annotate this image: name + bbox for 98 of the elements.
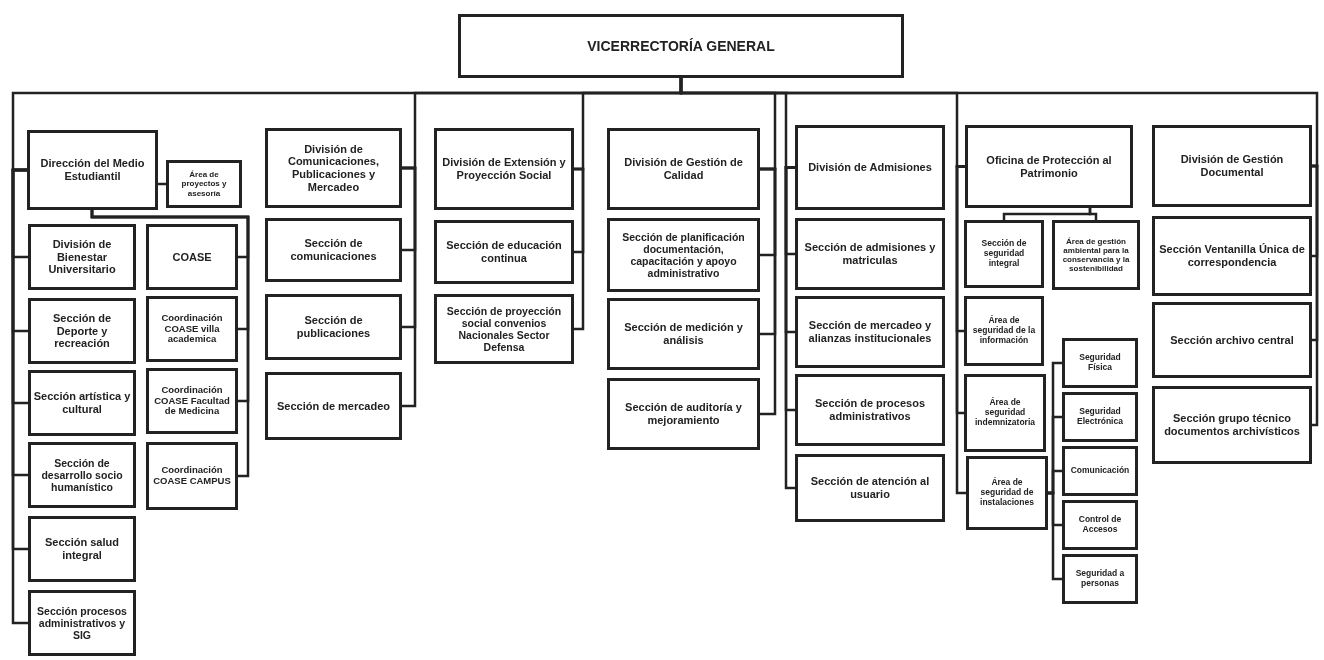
- unit-name: Coordinación COASE Facultad de Medicina: [153, 384, 231, 418]
- connector-line: [679, 78, 1319, 168]
- unit-name: Control de Accesos: [1077, 515, 1123, 535]
- org-unit-box: [1062, 554, 1138, 604]
- org-unit-box: [265, 294, 402, 360]
- unit-name: Comunicación: [1070, 466, 1130, 476]
- unit-name: Sección de mercadeo: [276, 399, 391, 413]
- unit-name: Sección grupo técnico documentos archivísticos: [1163, 412, 1301, 438]
- unit-name: Sección de Deporte y recreación: [51, 312, 113, 350]
- org-unit-box: [146, 442, 238, 510]
- org-unit-box: [1152, 302, 1312, 378]
- unit-name: Dirección del Medio Estudiantil: [39, 157, 146, 183]
- org-unit-box: [28, 516, 136, 582]
- org-unit-box: [607, 218, 760, 292]
- unit-name: Seguridad Electrónica: [1076, 407, 1124, 427]
- org-unit-box: [964, 374, 1046, 452]
- unit-name: Área de gestión ambiental para la conservancia y la sostenibilidad: [1061, 236, 1131, 274]
- org-unit-box: [28, 442, 136, 508]
- unit-name: VICERRECTORÍA GENERAL: [587, 37, 775, 55]
- connector-line: [402, 166, 417, 408]
- org-unit-box: [965, 125, 1133, 208]
- root-box: [458, 14, 904, 78]
- unit-name: Sección de comunicaciones: [289, 237, 378, 263]
- unit-name: Coordinación COASE villa academica: [160, 312, 224, 346]
- org-unit-box: [1152, 125, 1312, 207]
- org-unit-box: [27, 130, 158, 210]
- unit-name: Área de proyectos y asesoría: [180, 170, 228, 198]
- unit-name: División de Comunicaciones, Publicaciones y Mercadeo: [286, 142, 381, 194]
- unit-name: Sección de atención al usuario: [809, 475, 931, 501]
- org-unit-box: [28, 298, 136, 364]
- org-unit-box: [1062, 338, 1138, 388]
- connector-line: [90, 210, 250, 478]
- connector-line: [11, 168, 28, 625]
- org-unit-box: [1152, 216, 1312, 296]
- unit-name: Sección de proyección social convenios Nacionales Sector Defensa: [445, 304, 563, 354]
- org-unit-box: [146, 368, 238, 434]
- unit-name: COASE: [172, 250, 212, 264]
- connector-line: [955, 165, 966, 495]
- org-unit-box: [1152, 386, 1312, 464]
- org-unit-box: [1062, 446, 1138, 496]
- unit-name: Área de seguridad indemnizatoria: [974, 398, 1036, 428]
- unit-name: Sección de admisiones y matriculas: [803, 241, 937, 267]
- org-unit-box: [146, 224, 238, 290]
- unit-name: Sección de procesos administrativos: [813, 397, 926, 423]
- org-unit-box: [795, 454, 945, 522]
- org-unit-box: [166, 160, 242, 208]
- org-unit-box: [607, 128, 760, 210]
- org-unit-box: [28, 224, 136, 290]
- unit-name: Sección artística y cultural: [33, 390, 131, 416]
- unit-name: Seguridad Física: [1078, 353, 1122, 373]
- unit-name: Sección archivo central: [1170, 333, 1294, 347]
- org-unit-box: [1062, 500, 1138, 550]
- org-unit-box: [795, 125, 945, 210]
- unit-name: Oficina de Protección al Patrimonio: [985, 153, 1113, 180]
- org-unit-box: [964, 220, 1044, 288]
- connector-line: [784, 166, 795, 490]
- unit-name: Sección de medición y análisis: [623, 321, 744, 347]
- org-unit-box: [966, 456, 1048, 530]
- connector-line: [1048, 491, 1062, 581]
- unit-name: División de Gestión Documental: [1179, 153, 1285, 179]
- unit-name: Sección procesos administrativos y SIG: [36, 604, 128, 642]
- unit-name: Sección de auditoría y mejoramiento: [624, 401, 743, 427]
- org-unit-box: [434, 294, 574, 364]
- org-unit-box: [146, 296, 238, 362]
- unit-name: Sección salud integral: [44, 536, 120, 562]
- org-unit-box: [964, 296, 1044, 366]
- unit-name: Sección Ventanilla Única de correspondencia: [1158, 243, 1306, 269]
- org-unit-box: [795, 374, 945, 446]
- org-unit-box: [607, 298, 760, 370]
- connector-line: [1312, 164, 1319, 427]
- org-unit-box: [607, 378, 760, 450]
- unit-name: Área de seguridad de la información: [971, 316, 1037, 346]
- unit-name: Coordinación COASE CAMPUS: [152, 465, 232, 487]
- connector-line: [574, 167, 585, 331]
- org-unit-box: [265, 128, 402, 208]
- unit-name: Sección de desarrollo socio humanístico: [40, 456, 124, 494]
- unit-name: División de Extensión y Proyección Social: [441, 156, 567, 182]
- connector-line: [760, 167, 777, 416]
- unit-name: Seguridad a personas: [1074, 569, 1126, 589]
- unit-name: Sección de seguridad integral: [980, 239, 1028, 269]
- org-unit-box: [265, 372, 402, 440]
- org-unit-box: [1062, 392, 1138, 442]
- org-unit-box: [28, 370, 136, 436]
- unit-name: Sección de publicaciones: [295, 314, 372, 340]
- org-unit-box: [1052, 220, 1140, 290]
- org-unit-box: [795, 296, 945, 368]
- org-unit-box: [434, 220, 574, 284]
- unit-name: Sección de educación continua: [445, 239, 563, 265]
- unit-name: Sección de planificación documentación, capacitación y apoyo administrativo: [621, 230, 746, 280]
- unit-name: Sección de mercadeo y alianzas institucionales: [807, 319, 933, 345]
- unit-name: División de Bienestar Universitario: [47, 238, 117, 276]
- org-unit-box: [795, 218, 945, 290]
- org-unit-box: [28, 590, 136, 656]
- unit-name: Área de seguridad de instalaciones: [979, 478, 1035, 508]
- org-unit-box: [265, 218, 402, 282]
- org-unit-box: [434, 128, 574, 210]
- unit-name: División de Admisiones: [808, 161, 932, 174]
- unit-name: División de Gestión de Calidad: [623, 156, 744, 182]
